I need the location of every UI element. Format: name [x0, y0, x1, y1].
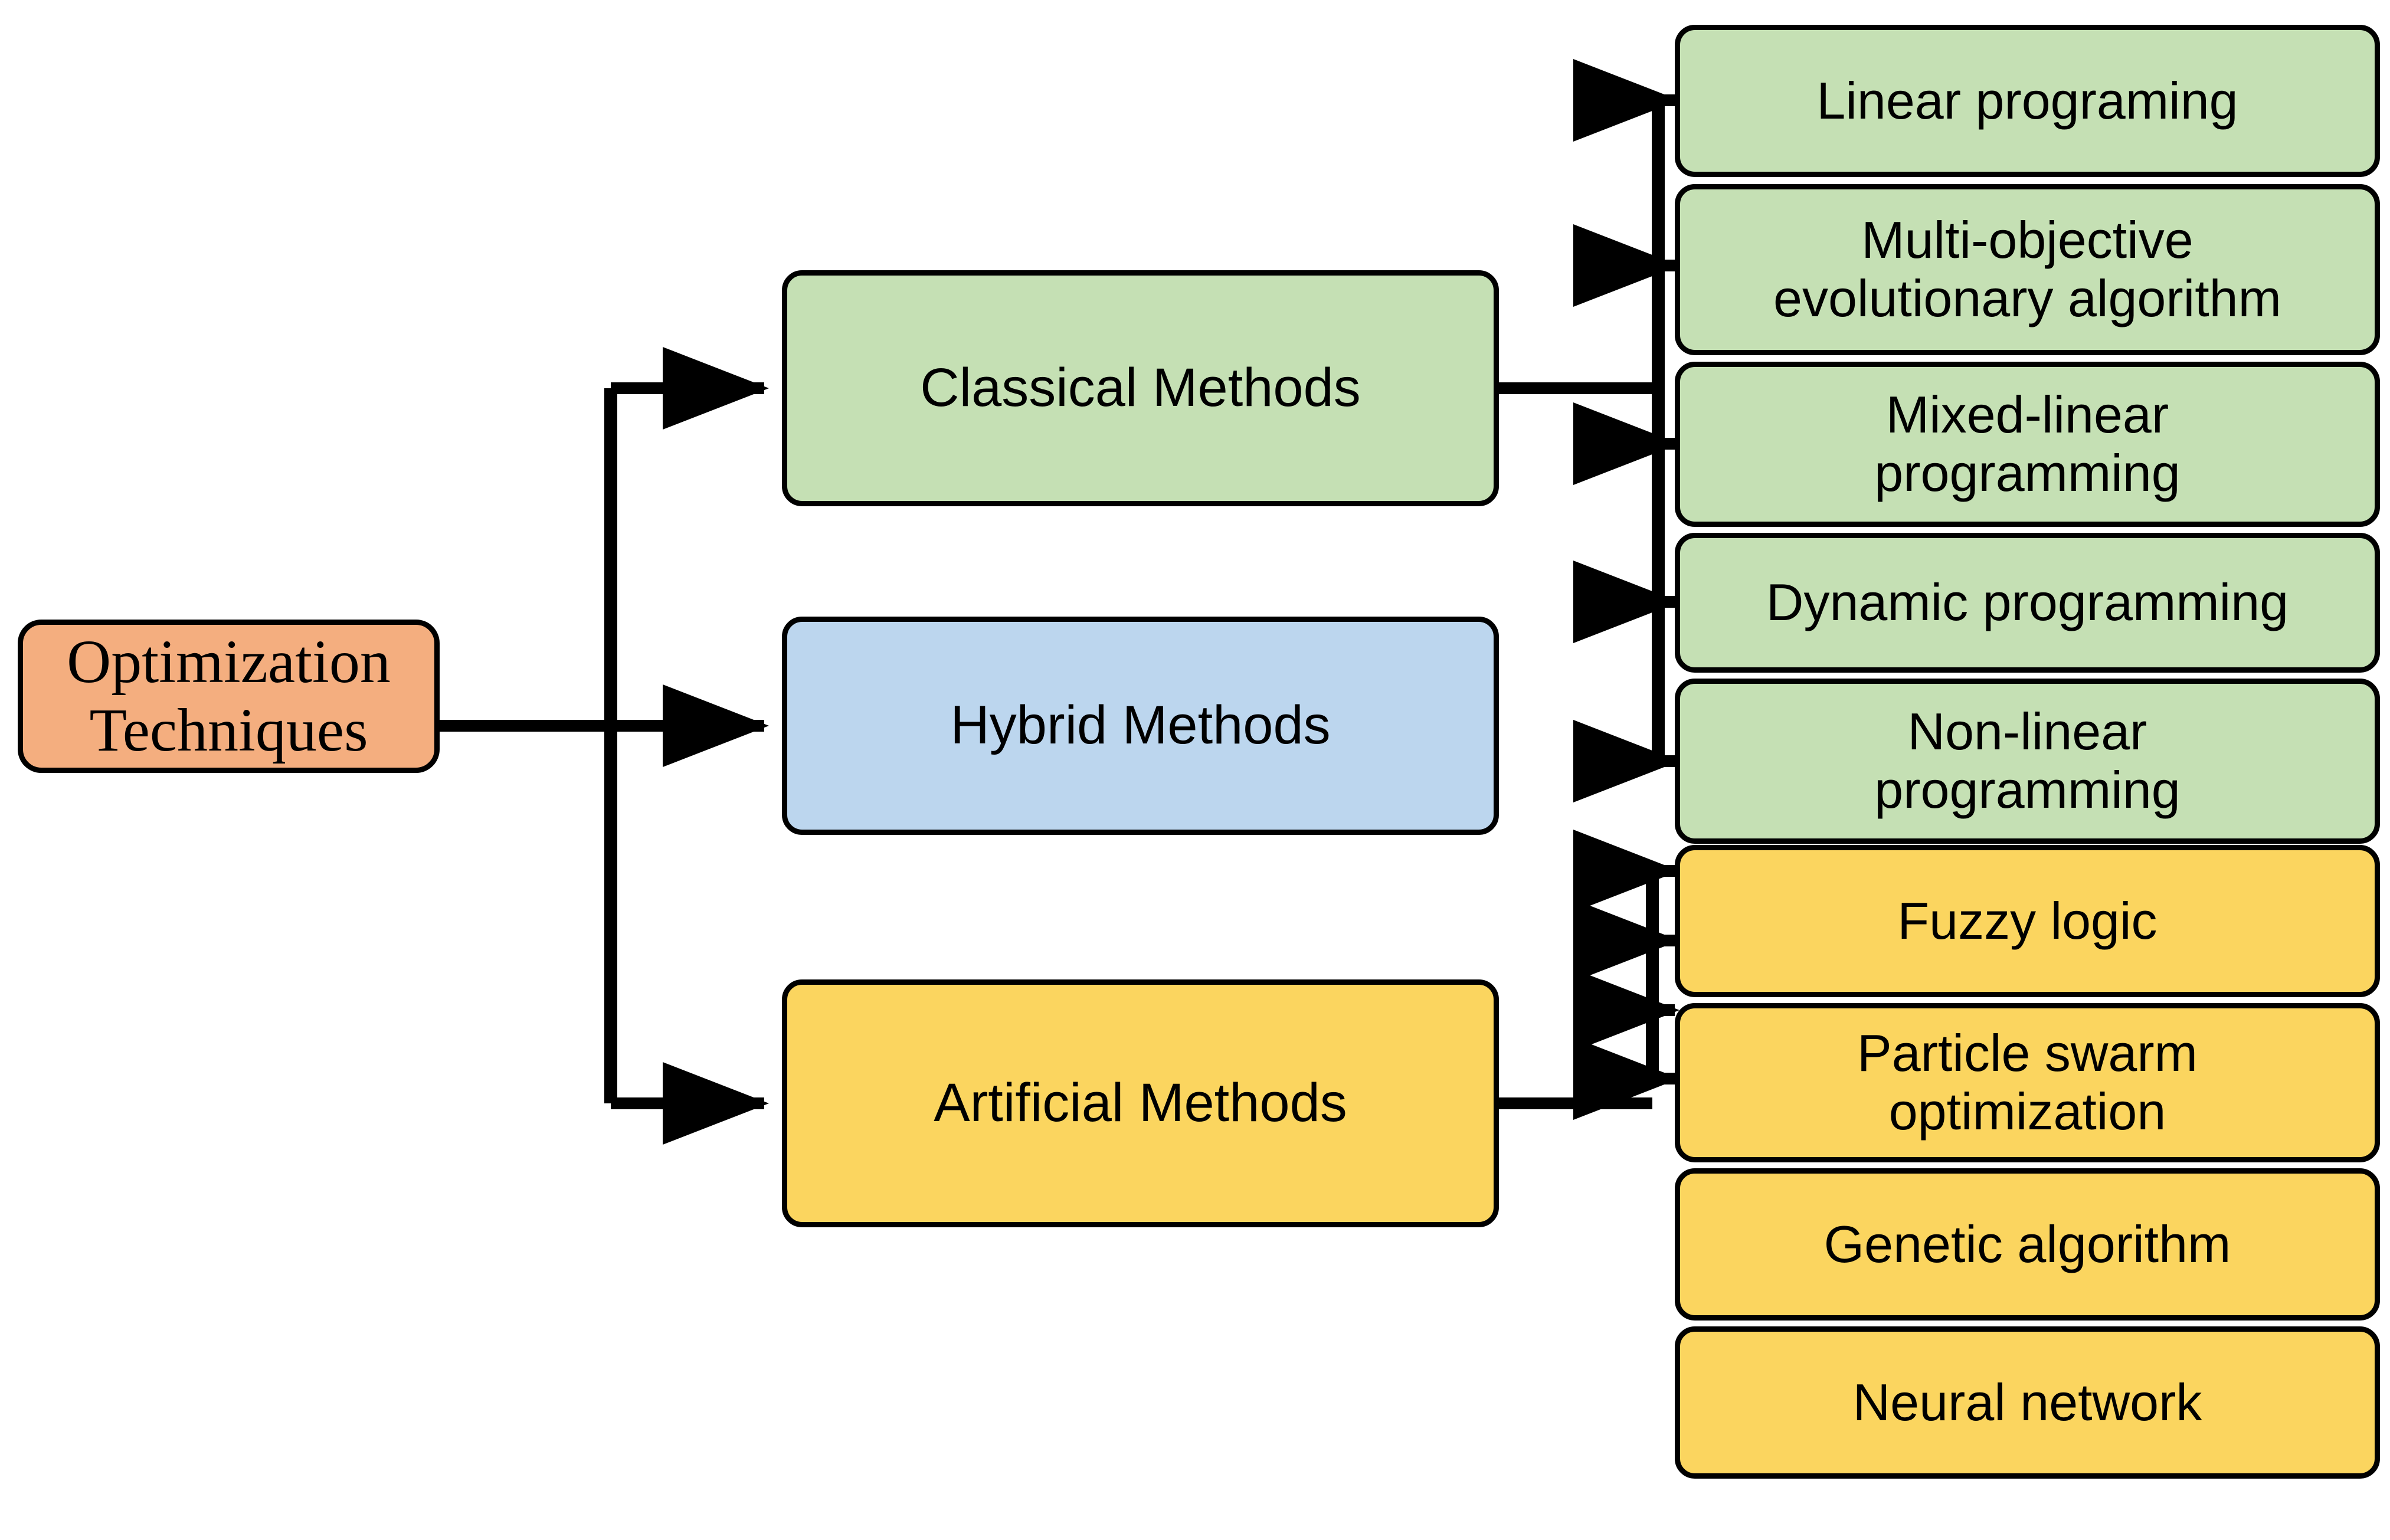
- node-label-dynamic-programming: Dynamic programming: [1766, 573, 2289, 632]
- node-label-non-linear-programming: Non-linear programming: [1874, 702, 2181, 819]
- node-genetic-algorithm[interactable]: Genetic algorithm: [1675, 1168, 2380, 1321]
- node-multi-objective-evolutionary-algorithm[interactable]: Multi-objective evolutionary algorithm: [1675, 184, 2380, 355]
- node-label-fuzzy-logic: Fuzzy logic: [1897, 891, 2157, 950]
- node-label-linear-programing: Linear programing: [1816, 71, 2238, 130]
- node-label-artificial-methods: Artificial Methods: [934, 1073, 1347, 1133]
- node-label-optimization-techniques: Optimization Techniques: [67, 627, 391, 764]
- node-particle-swarm-optimization[interactable]: Particle swarm optimization: [1675, 1003, 2380, 1162]
- node-label-neural-network: Neural network: [1852, 1372, 2202, 1431]
- node-linear-programing[interactable]: Linear programing: [1675, 25, 2380, 177]
- node-fuzzy-logic[interactable]: Fuzzy logic: [1675, 845, 2380, 997]
- node-neural-network[interactable]: Neural network: [1675, 1326, 2380, 1479]
- node-hybrid-methods[interactable]: Hybrid Methods: [782, 617, 1499, 835]
- node-dynamic-programming[interactable]: Dynamic programming: [1675, 533, 2380, 673]
- node-label-hybrid-methods: Hybrid Methods: [950, 695, 1331, 756]
- node-label-mixed-linear-programming: Mixed-linear programming: [1874, 385, 2181, 502]
- node-optimization-techniques[interactable]: Optimization Techniques: [18, 620, 440, 773]
- node-artificial-methods[interactable]: Artificial Methods: [782, 979, 1499, 1227]
- node-label-particle-swarm-optimization: Particle swarm optimization: [1857, 1024, 2198, 1141]
- node-label-multi-objective-evolutionary-algorithm: Multi-objective evolutionary algorithm: [1773, 211, 2281, 327]
- node-label-genetic-algorithm: Genetic algorithm: [1823, 1214, 2231, 1273]
- node-label-classical-methods: Classical Methods: [920, 358, 1361, 418]
- node-classical-methods[interactable]: Classical Methods: [782, 270, 1499, 506]
- node-mixed-linear-programming[interactable]: Mixed-linear programming: [1675, 362, 2380, 527]
- node-non-linear-programming[interactable]: Non-linear programming: [1675, 679, 2380, 844]
